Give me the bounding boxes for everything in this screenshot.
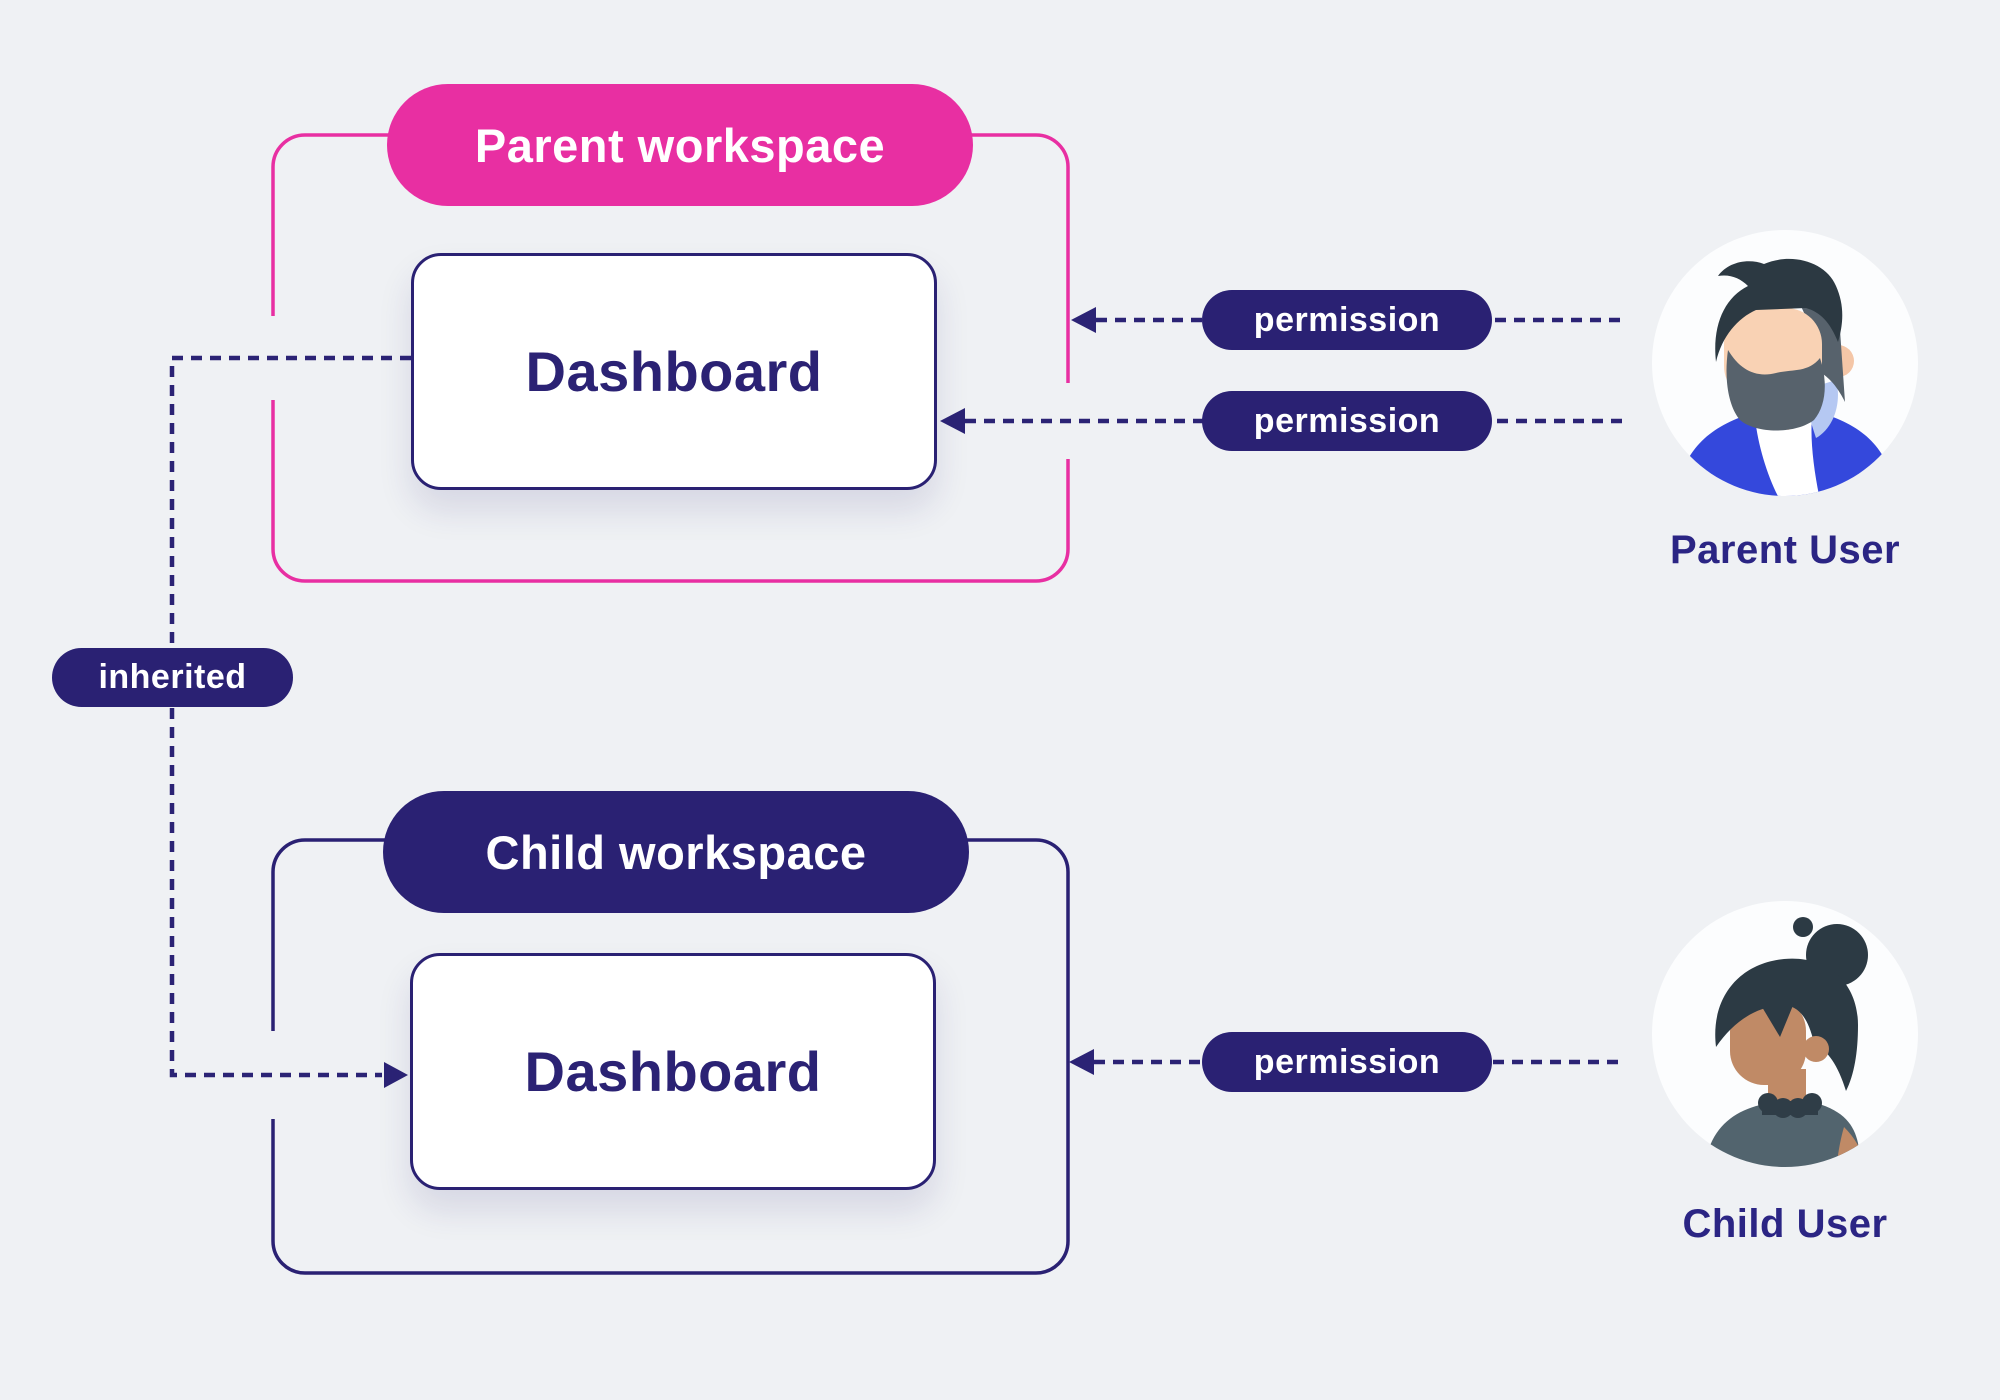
child-workspace-label: Child workspace	[485, 825, 867, 879]
inherited-arrowhead	[384, 1062, 408, 1088]
child-user-name: Child User	[1682, 1202, 1888, 1246]
permission-pill-3: permission	[1202, 1032, 1492, 1092]
child-dashboard-label: Dashboard	[524, 1040, 822, 1103]
child-user-avatar	[1652, 901, 1918, 1167]
parent-workspace-label-pill: Parent workspace	[387, 84, 973, 206]
parent-dashboard-label: Dashboard	[525, 340, 823, 403]
child-avatar-hair	[1715, 958, 1858, 1091]
child-avatar-ruffle-collar	[1758, 1093, 1822, 1118]
permission-arrowhead-1	[1071, 307, 1096, 333]
permission-arrowhead-3	[1069, 1049, 1094, 1075]
permission-pill-1: permission	[1202, 290, 1492, 350]
permission-pill-3-label: permission	[1253, 1042, 1441, 1081]
inherited-connector-line	[169, 355, 411, 1078]
inherited-pill: inherited	[52, 648, 293, 707]
child-workspace-label-pill: Child workspace	[383, 791, 969, 913]
inherited-pill-label: inherited	[98, 658, 247, 696]
parent-workspace-label: Parent workspace	[474, 118, 886, 172]
child-avatar-top	[1704, 1103, 1862, 1167]
child-avatar-bang	[1762, 1003, 1794, 1037]
permission-pill-1-label: permission	[1253, 300, 1441, 339]
parent-user-avatar	[1652, 230, 1918, 496]
parent-dashboard-box: Dashboard	[411, 253, 937, 490]
parent-user-name: Parent User	[1669, 528, 1901, 572]
parent-avatar-beard	[1726, 350, 1825, 431]
parent-avatar-shirt	[1755, 418, 1820, 496]
parent-avatar-top-hair	[1715, 258, 1843, 362]
child-dashboard-box: Dashboard	[410, 953, 936, 1190]
permission-pill-2-label: permission	[1253, 401, 1441, 440]
child-avatar-bun-sprout	[1793, 917, 1813, 937]
permission-arrowhead-2	[940, 408, 965, 434]
child-avatar-ear	[1803, 1036, 1829, 1062]
permission-pill-2: permission	[1202, 391, 1492, 451]
